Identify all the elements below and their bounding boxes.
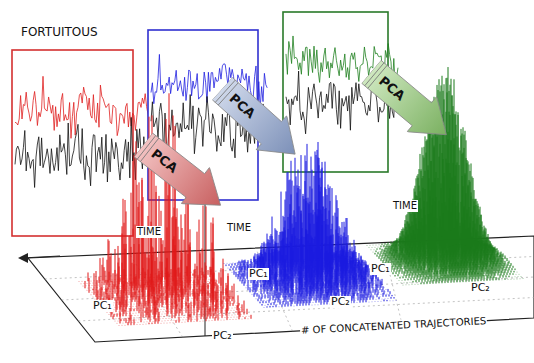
axis-label: PC₁ [92, 300, 113, 312]
axis-label: TIME [392, 200, 418, 212]
axis-label: PC₁ [248, 268, 269, 280]
histogram [79, 93, 252, 326]
panel-heading: FORTUITOUS [20, 26, 99, 38]
trace [15, 76, 158, 138]
axis-label: TIME [136, 226, 162, 238]
axis-label: PC₁ [370, 263, 391, 275]
axis-label: PC₂ [330, 296, 351, 308]
axis-label: PC₂ [212, 330, 233, 342]
axis-arrowhead [18, 253, 28, 263]
histogram [224, 142, 397, 308]
axis-label: PC₂ [470, 282, 491, 294]
axis-label: TIME [226, 222, 252, 234]
